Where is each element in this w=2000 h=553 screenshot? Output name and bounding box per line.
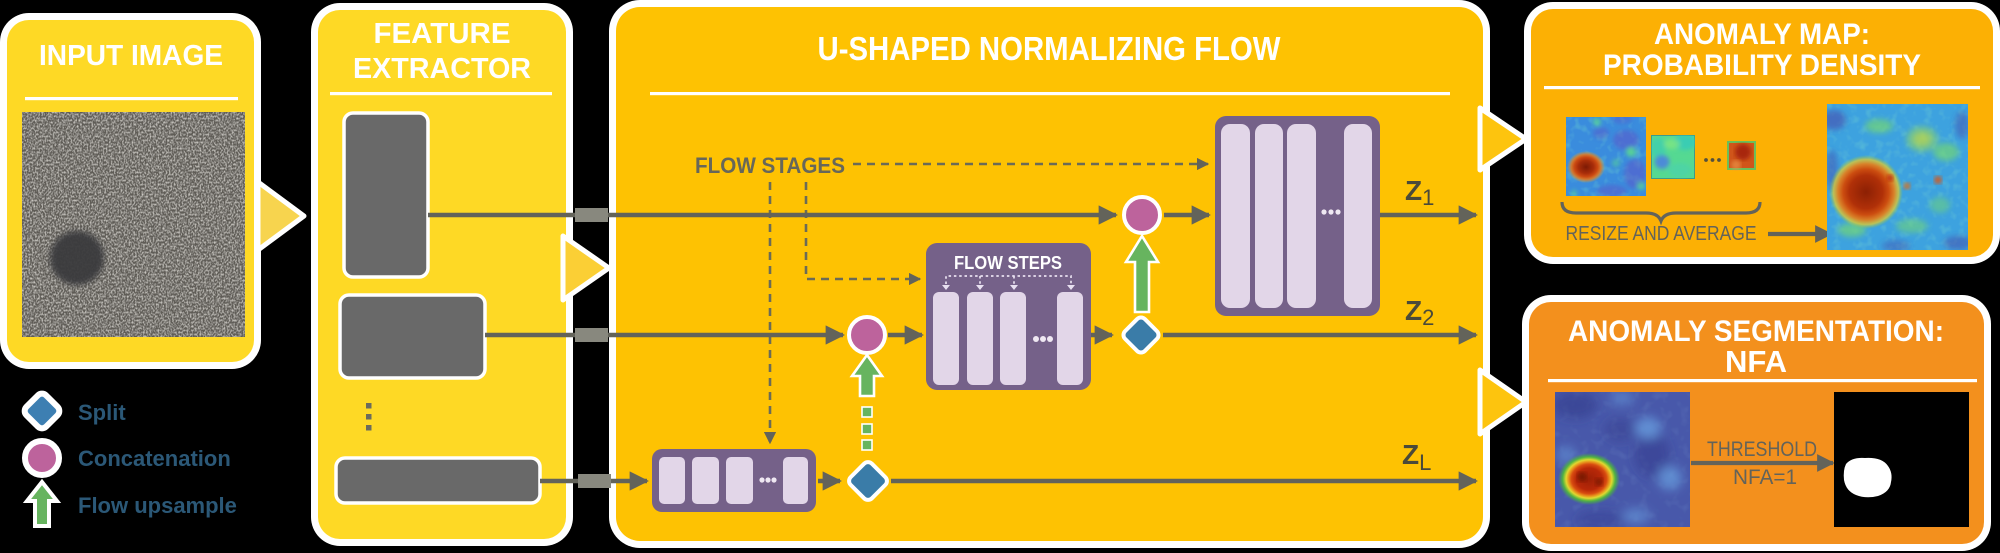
svg-text:FLOW STAGES: FLOW STAGES bbox=[695, 153, 845, 178]
svg-text:Concatenation: Concatenation bbox=[78, 446, 231, 471]
svg-text:Split: Split bbox=[78, 400, 126, 425]
svg-text:NFA: NFA bbox=[1725, 344, 1787, 379]
svg-text:NFA=1: NFA=1 bbox=[1733, 466, 1797, 489]
svg-text:FLOW STEPS: FLOW STEPS bbox=[954, 252, 1062, 273]
svg-text:PROBABILITY DENSITY: PROBABILITY DENSITY bbox=[1603, 49, 1921, 82]
svg-text:INPUT IMAGE: INPUT IMAGE bbox=[39, 40, 223, 72]
svg-text:FEATURE: FEATURE bbox=[374, 18, 511, 50]
svg-text:RESIZE AND AVERAGE: RESIZE AND AVERAGE bbox=[1566, 223, 1757, 245]
svg-text:ANOMALY SEGMENTATION:: ANOMALY SEGMENTATION: bbox=[1568, 315, 1944, 348]
svg-text:Flow upsample: Flow upsample bbox=[78, 493, 237, 518]
svg-text:THRESHOLD: THRESHOLD bbox=[1707, 438, 1817, 461]
svg-text:EXTRACTOR: EXTRACTOR bbox=[353, 53, 531, 85]
svg-text:ANOMALY MAP:: ANOMALY MAP: bbox=[1654, 18, 1870, 51]
svg-text:U-SHAPED NORMALIZING FLOW: U-SHAPED NORMALIZING FLOW bbox=[818, 30, 1282, 67]
svg-text:Z2: Z2 bbox=[1405, 295, 1434, 330]
